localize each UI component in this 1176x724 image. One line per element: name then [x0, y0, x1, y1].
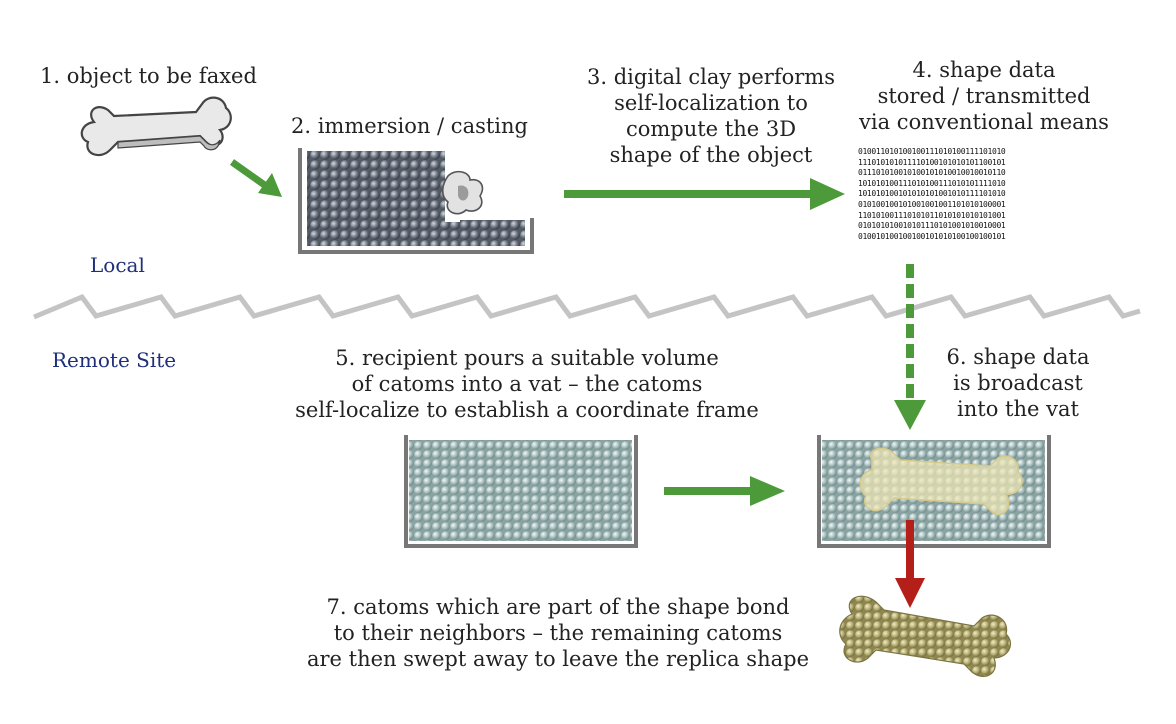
highlighted-bone-region [859, 447, 1023, 516]
arrow-to-replica [895, 520, 925, 608]
step-2-label: 2. immersion / casting [291, 114, 528, 138]
broadcast-dashed-arrow [894, 264, 926, 430]
arrow-vat-to-broadcast-vat [664, 476, 785, 506]
step-3-label: 3. digital clay performs self-localizati… [587, 65, 835, 167]
replica-bone-icon [839, 595, 1011, 677]
bone-object-icon [80, 96, 232, 157]
casting-vat [298, 148, 534, 254]
binary-data-block: 010011010100100111010100111101010 111010… [858, 147, 1006, 241]
cast-bone-icon [441, 170, 484, 215]
local-site-label: Local [90, 253, 145, 277]
catom-vat [404, 435, 638, 548]
step-6-label: 6. shape data is broadcast into the vat [946, 345, 1090, 421]
step-7-label: 7. catoms which are part of the shape bo… [307, 595, 809, 671]
arrow-object-to-casting [229, 159, 282, 197]
step-4-label: 4. shape data stored / transmitted via c… [859, 58, 1109, 134]
remote-site-label: Remote Site [52, 348, 177, 372]
local-remote-divider [33, 293, 1141, 320]
step-5-label: 5. recipient pours a suitable volume of … [295, 346, 759, 422]
step-1-label: 1. object to be faxed [40, 64, 257, 88]
broadcast-vat [817, 435, 1051, 548]
arrow-to-shape-data [564, 178, 845, 210]
